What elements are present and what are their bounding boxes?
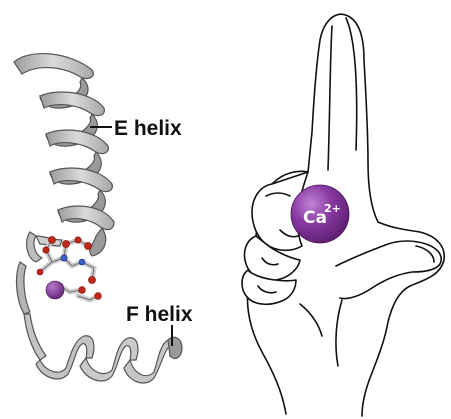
f-helix-ribbon bbox=[36, 336, 182, 383]
e-helix-label: E helix bbox=[114, 117, 182, 140]
protein-ribbon bbox=[14, 54, 182, 383]
protein-calcium-ion bbox=[46, 281, 64, 299]
ion-charge: 2+ bbox=[324, 202, 341, 215]
f-helix-label: F helix bbox=[126, 303, 193, 326]
e-helix-ribbon bbox=[14, 54, 114, 256]
hand-calcium-ion: Ca 2+ bbox=[291, 185, 349, 243]
